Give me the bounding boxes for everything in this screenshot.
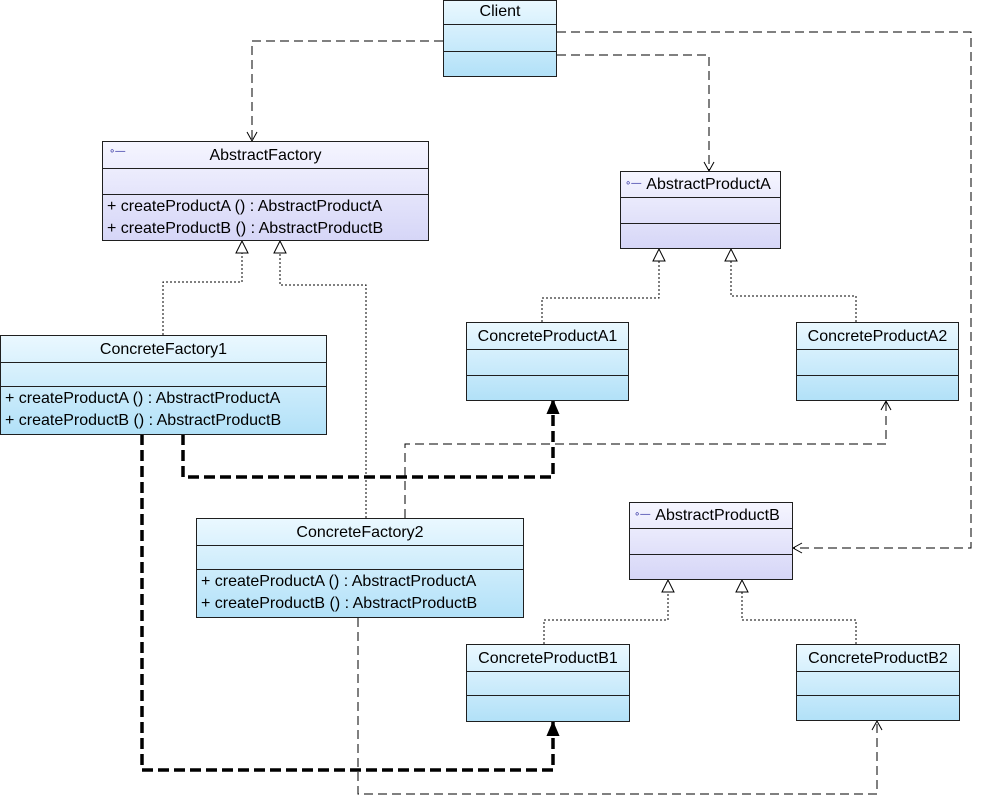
class-name: ConcreteFactory1 [1, 336, 326, 363]
attributes-compartment [467, 672, 629, 696]
class-abstract-product-b[interactable]: ∘— AbstractProductB [629, 502, 793, 580]
class-name-row: ∘— AbstractProductA [621, 172, 780, 198]
operation: + createProductA () : AbstractProductA [107, 198, 383, 215]
realize-cf2-abstractfactory [273, 239, 367, 518]
operations-compartment: + createProductA () : AbstractProductA +… [103, 195, 428, 240]
class-name: Client [444, 1, 556, 25]
class-concrete-factory-2[interactable]: ConcreteFactory2 + createProductA () : A… [196, 518, 524, 618]
realize-a2-abstractproducta [724, 247, 857, 322]
class-name: AbstractFactory [103, 142, 428, 169]
class-concrete-product-a2[interactable]: ConcreteProductA2 [796, 322, 959, 401]
operation: + createProductB () : AbstractProductB [5, 412, 282, 429]
create-cf1-b1 [140, 434, 553, 772]
operation: + createProductB () : AbstractProductB [107, 220, 384, 237]
realize-a1-abstractproducta [541, 247, 666, 322]
attributes-compartment [103, 169, 428, 195]
create-cf2-b2 [357, 618, 883, 795]
interface-icon: ∘— [109, 146, 126, 157]
class-concrete-product-a1[interactable]: ConcreteProductA1 [466, 322, 629, 401]
attributes-compartment [797, 350, 958, 376]
realize-b1-abstractproductb [543, 578, 675, 644]
attributes-compartment [467, 350, 628, 376]
attributes-compartment [1, 363, 326, 387]
operation: + createProductB () : AbstractProductB [201, 595, 478, 612]
class-name: ConcreteProductA1 [467, 323, 628, 350]
class-concrete-product-b2[interactable]: ConcreteProductB2 [796, 644, 960, 721]
create-cf2-a2 [404, 399, 892, 518]
realize-b2-abstractproductb [735, 578, 857, 644]
class-client[interactable]: Client [443, 0, 557, 77]
class-concrete-factory-1[interactable]: ConcreteFactory1 + createProductA () : A… [0, 335, 327, 435]
create-cf1-a1 [181, 400, 553, 479]
dep-client-abstractfactory [246, 40, 443, 143]
class-concrete-product-b1[interactable]: ConcreteProductB1 [466, 644, 630, 722]
operations-compartment: + createProductA () : AbstractProductA +… [197, 570, 523, 617]
class-abstract-product-a[interactable]: ∘— AbstractProductA [620, 171, 781, 249]
class-name: AbstractProductB [655, 507, 780, 524]
operation: + createProductA () : AbstractProductA [5, 390, 281, 407]
operation: + createProductA () : AbstractProductA [201, 573, 477, 590]
dep-client-abstractproducta [557, 54, 715, 173]
class-abstract-factory[interactable]: ∘— AbstractFactory + createProductA () :… [102, 141, 429, 241]
interface-icon: ∘— [625, 178, 642, 189]
attributes-compartment [621, 198, 780, 224]
class-name: ConcreteProductB2 [797, 645, 959, 672]
attributes-compartment [197, 546, 523, 570]
class-name: ConcreteFactory2 [197, 519, 523, 546]
class-name: ConcreteProductB1 [467, 645, 629, 672]
realize-cf1-abstractfactory [162, 239, 249, 335]
attributes-compartment [444, 25, 556, 52]
interface-icon: ∘— [634, 509, 651, 520]
class-name: ConcreteProductA2 [797, 323, 958, 350]
class-name: AbstractProductA [646, 176, 771, 193]
attributes-compartment [630, 529, 792, 555]
operations-compartment: + createProductA () : AbstractProductA +… [1, 387, 326, 434]
attributes-compartment [797, 672, 959, 696]
dep-client-abstractproductb [557, 31, 972, 554]
class-name-row: ∘— AbstractProductB [630, 503, 792, 529]
